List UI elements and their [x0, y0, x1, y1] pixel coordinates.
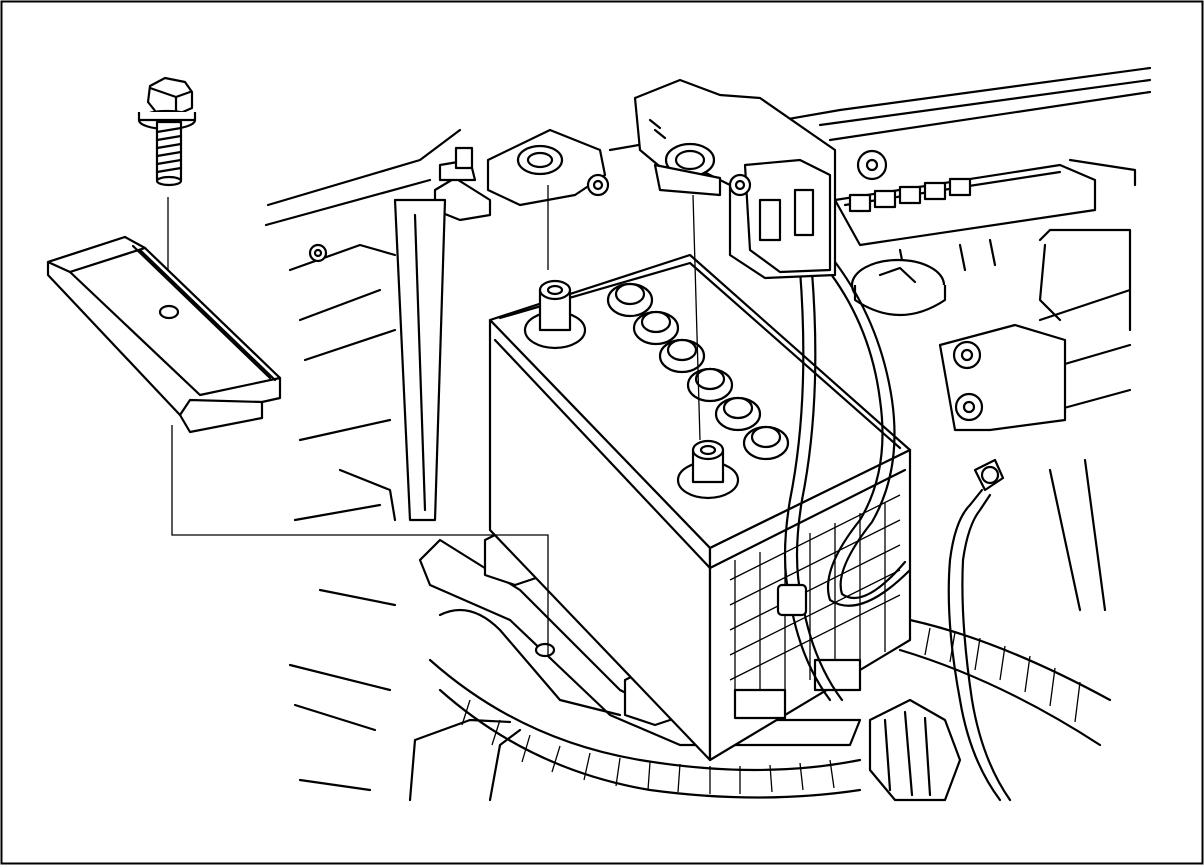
right-bracket — [938, 228, 1132, 432]
battery-vent-caps — [606, 282, 790, 461]
battery-post-positive — [676, 439, 740, 500]
battery-post-negative — [523, 279, 587, 350]
battery — [488, 253, 912, 762]
sensor-cable — [776, 256, 912, 702]
ground-stud — [947, 458, 1012, 802]
relay-block-pins — [848, 177, 972, 213]
negative-cable-terminal — [393, 128, 610, 522]
battery-side-grid — [729, 494, 901, 700]
wiring-harness — [428, 618, 1112, 802]
positive-cable-terminal — [633, 78, 837, 280]
relay-block — [833, 149, 1097, 277]
hold-down-bolt — [137, 76, 197, 187]
reservoir-cap — [850, 258, 947, 316]
battery-hold-down-clamp — [46, 235, 282, 434]
leader-lines — [167, 185, 701, 655]
